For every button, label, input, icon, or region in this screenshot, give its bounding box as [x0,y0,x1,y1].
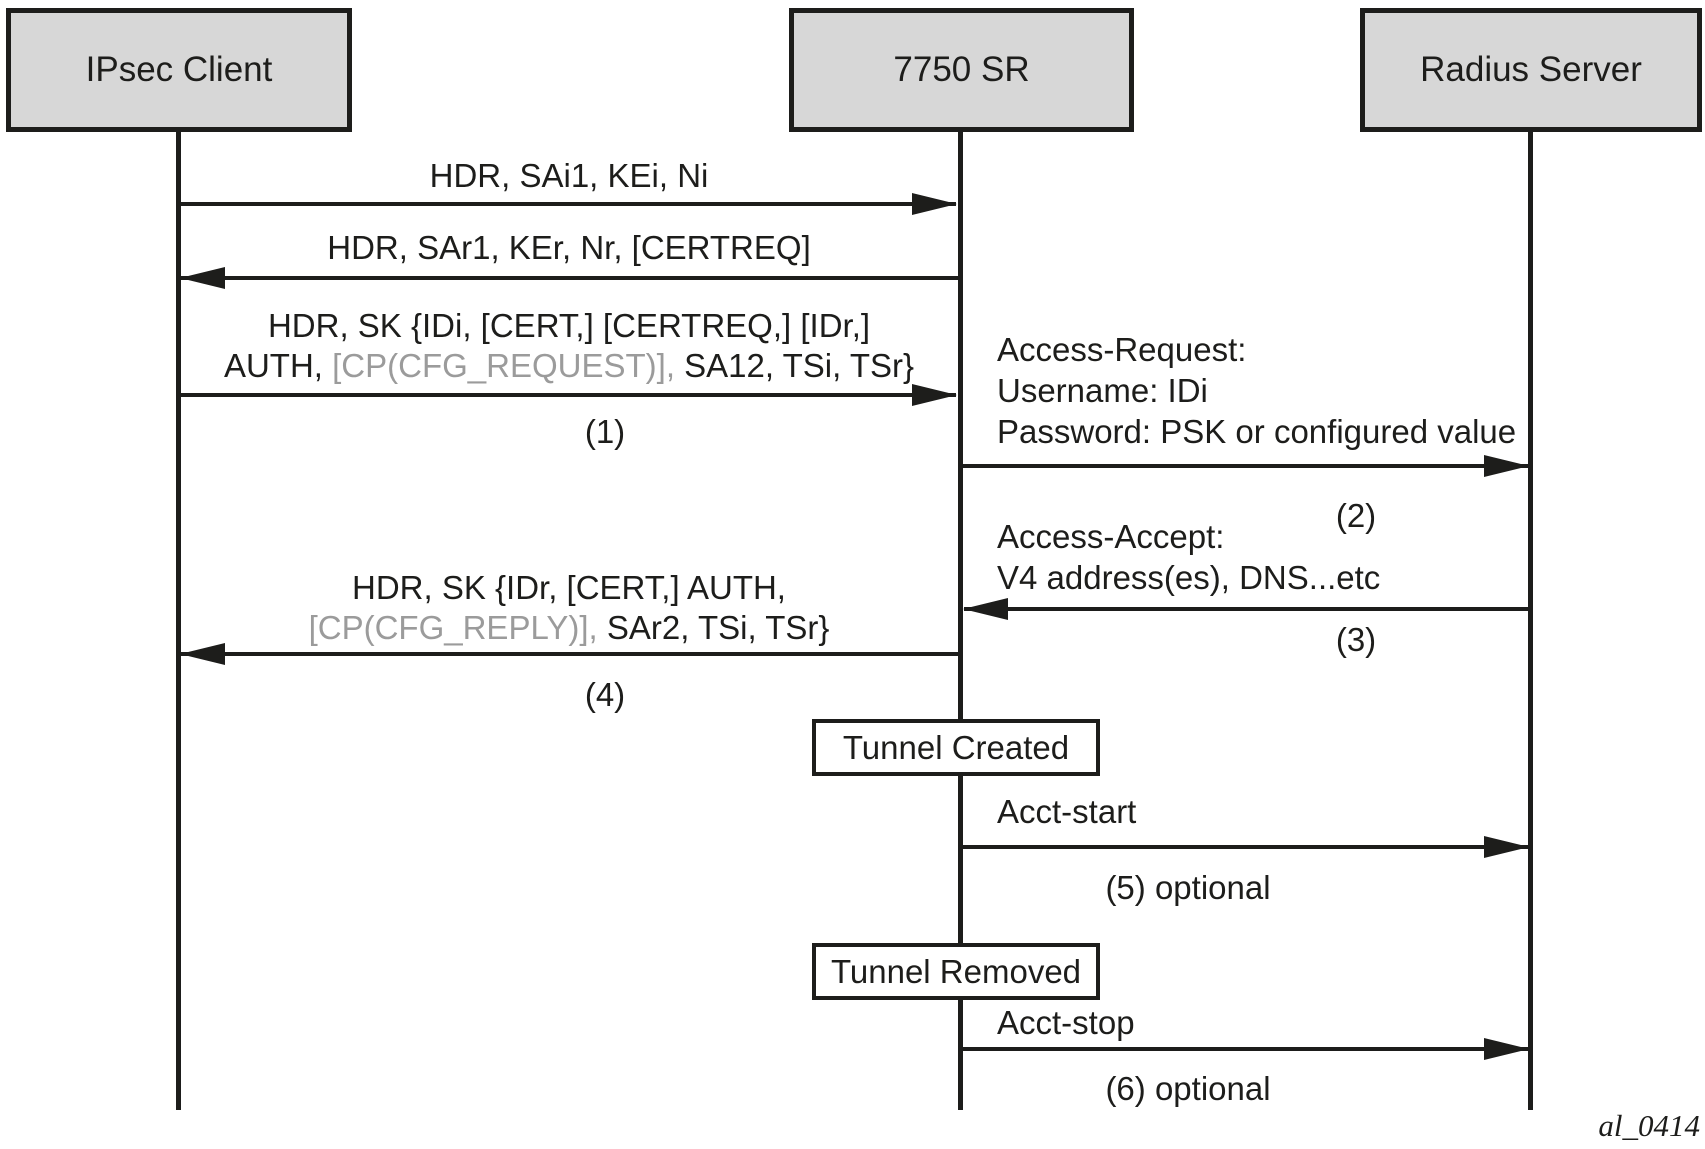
lifeline-ipsec-client [176,132,181,1110]
step-4-label: (4) [584,676,626,713]
tunnel-created-box: Tunnel Created [812,719,1100,776]
msg-ike-sa-init-response-label: HDR, SAr1, KEr, Nr, [CERTREQ] [327,229,811,266]
actor-radius-server: Radius Server [1360,8,1702,132]
arrow-access-request [961,455,1529,477]
tunnel-created-label: Tunnel Created [842,728,1070,766]
msg-ike-auth-request-line2-pre: AUTH, [223,347,333,384]
msg-ike-auth-request-label: HDR, SK {IDi, [CERT,] [CERTREQ,] [IDr,] … [224,306,914,386]
msg-ike-auth-request-line1: HDR, SK {IDi, [CERT,] [CERTREQ,] [IDr,] [267,307,871,344]
arrow-acct-stop [961,1038,1529,1060]
msg-ike-auth-response-line1: HDR, SK {IDr, [CERT,] AUTH, [352,569,786,606]
access-accept-line2: V4 address(es), DNS...etc [997,559,1381,596]
access-request-line1: Access-Request: [997,331,1247,368]
actor-ipsec-client: IPsec Client [6,8,352,132]
arrowhead-right-icon [912,384,957,406]
msg-ike-auth-request-cfg-request: [CP(CFG_REQUEST)], [332,347,675,384]
lifeline-radius-server [1528,132,1533,1110]
access-request-line2: Username: IDi [997,372,1208,409]
acct-start-label: Acct-start [997,793,1137,830]
step-1-label: (1) [584,413,626,450]
arrowhead-right-icon [1484,836,1529,858]
access-request-label: Access-Request: Username: IDi Password: … [997,329,1516,452]
actor-ipsec-client-label: IPsec Client [85,50,273,89]
arrowhead-left-icon [963,598,1008,620]
arrowhead-right-icon [1484,455,1529,477]
arrow-ike-auth-response [180,643,960,665]
msg-ike-sa-init-request-label: HDR, SAi1, KEi, Ni [429,157,709,194]
arrow-ike-auth-request [178,384,957,406]
tunnel-removed-box: Tunnel Removed [812,943,1100,1000]
arrowhead-left-icon [180,643,225,665]
access-accept-label: Access-Accept: V4 address(es), DNS...etc [997,516,1380,598]
arrowhead-right-icon [1484,1038,1529,1060]
msg-ike-auth-response-line2-post: SAr2, TSi, TSr} [597,609,830,646]
arrow-ike-sa-init-request [178,193,957,215]
figure-id-watermark: al_0414 [1598,1108,1700,1143]
step-5-label: (5) optional [1105,869,1271,906]
lifeline-7750-sr [958,132,963,1110]
actor-7750-sr-label: 7750 SR [893,50,1030,89]
access-accept-line1: Access-Accept: [997,518,1225,555]
tunnel-removed-label: Tunnel Removed [830,952,1082,990]
msg-ike-auth-response-cfg-reply: [CP(CFG_REPLY)], [308,609,598,646]
actor-7750-sr: 7750 SR [789,8,1134,132]
actor-radius-server-label: Radius Server [1420,50,1642,89]
step-3-label: (3) [1335,621,1377,658]
step-2-label: (2) [1335,497,1377,534]
arrowhead-left-icon [180,267,225,289]
arrow-access-accept [963,598,1531,620]
access-request-line3: Password: PSK or configured value [997,413,1517,450]
arrowhead-right-icon [912,193,957,215]
arrow-acct-start [961,836,1529,858]
msg-ike-auth-request-line2-post: SA12, TSi, TSr} [674,347,915,384]
msg-ike-auth-response-label: HDR, SK {IDr, [CERT,] AUTH, [CP(CFG_REPL… [309,568,830,648]
acct-stop-label: Acct-stop [997,1004,1135,1041]
step-6-label: (6) optional [1105,1070,1271,1107]
arrow-ike-sa-init-response [180,267,960,289]
